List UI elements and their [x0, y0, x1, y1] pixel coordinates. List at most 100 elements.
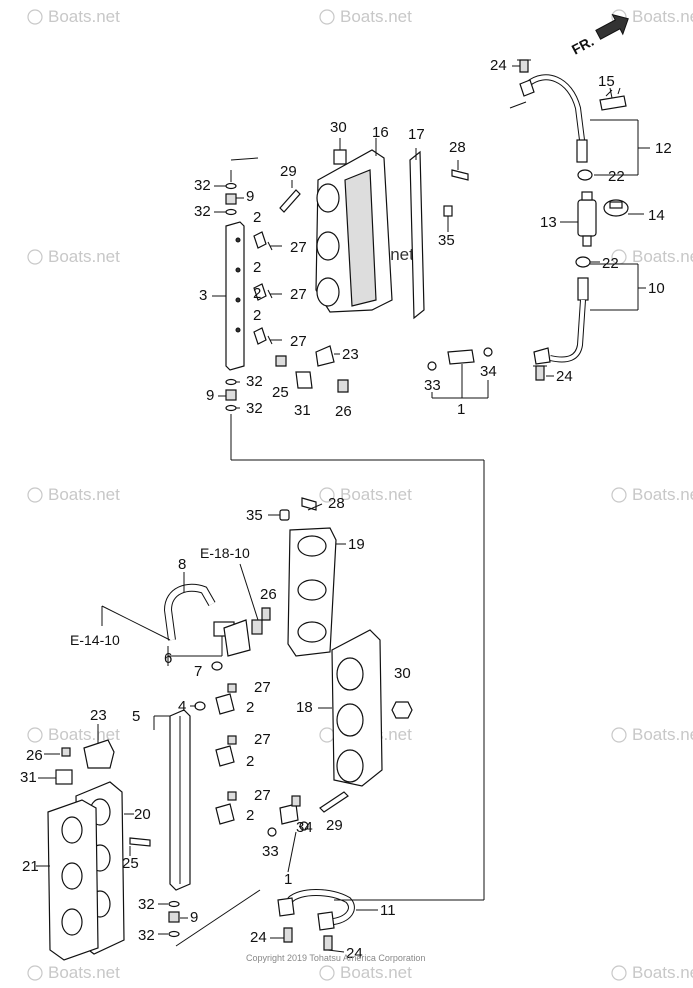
- callout-7: 7: [194, 663, 202, 680]
- reference-e14: E-14-10: [70, 632, 120, 648]
- callouts: 24 15 12 22 13 14 22 10 24 30 16 17 28 3…: [20, 57, 672, 962]
- callout-23: 23: [342, 346, 359, 363]
- callout-27: 27: [290, 333, 307, 350]
- callout-10: 10: [648, 280, 665, 297]
- watermark-text: Boats.net: [632, 963, 693, 982]
- callout-22: 22: [602, 255, 619, 272]
- callout-30: 30: [330, 119, 347, 136]
- callout-1: 1: [284, 871, 292, 888]
- callout-2: 2: [253, 259, 261, 276]
- callout-3: 3: [199, 287, 207, 304]
- callout-11: 11: [380, 902, 396, 919]
- callout-23: 23: [90, 707, 107, 724]
- callout-1: 1: [457, 401, 465, 418]
- copyright-notice: Copyright 2019 Tohatsu America Corporati…: [246, 953, 425, 963]
- upper-intake-manifold: [315, 138, 469, 320]
- callout-4: 4: [178, 698, 186, 715]
- callout-34: 34: [296, 819, 313, 836]
- callout-12: 12: [655, 140, 672, 157]
- watermark-text: Boats.net: [48, 725, 120, 744]
- front-arrow-icon: [595, 13, 629, 40]
- watermark-text: Boats.net: [340, 963, 412, 982]
- watermarks: Boats.net Boats.net Boats.net Boats.net …: [27, 7, 693, 982]
- callout-21: 21: [22, 858, 39, 875]
- front-direction-marker: FR.: [569, 13, 629, 58]
- callout-19: 19: [348, 536, 365, 553]
- lower-intake-manifold: [318, 629, 413, 787]
- upper-fuel-rail: [212, 157, 493, 900]
- callout-14: 14: [648, 207, 665, 224]
- watermark-text: Boats.net: [48, 247, 120, 266]
- callout-32: 32: [138, 896, 155, 913]
- callout-33: 33: [424, 377, 441, 394]
- watermark-text: Boats.net: [632, 247, 693, 266]
- callout-30: 30: [394, 665, 411, 682]
- callout-2: 2: [246, 807, 254, 824]
- callout-2: 2: [253, 307, 261, 324]
- callout-28: 28: [328, 495, 345, 512]
- fuel-filter-assembly: [509, 59, 650, 381]
- callout-24: 24: [346, 945, 363, 962]
- lower-intake-group: [101, 497, 346, 671]
- callout-32: 32: [246, 373, 263, 390]
- callout-33: 33: [262, 843, 279, 860]
- callout-28: 28: [449, 139, 466, 156]
- callout-2: 2: [246, 753, 254, 770]
- callout-29: 29: [280, 163, 297, 180]
- front-label: FR.: [569, 33, 596, 58]
- reference-e18: E-18-10: [200, 545, 250, 561]
- callout-35: 35: [246, 507, 263, 524]
- leader-lines: [38, 185, 345, 953]
- callout-32: 32: [194, 203, 211, 220]
- watermark-text: Boats.net: [48, 963, 120, 982]
- callout-24: 24: [490, 57, 507, 74]
- callout-24: 24: [250, 929, 267, 946]
- callout-25: 25: [122, 855, 139, 872]
- callout-32: 32: [246, 400, 263, 417]
- callout-29: 29: [326, 817, 343, 834]
- callout-35: 35: [438, 232, 455, 249]
- callout-27: 27: [254, 731, 271, 748]
- lower-fuel-hose: [277, 889, 484, 951]
- callout-34: 34: [480, 363, 497, 380]
- callout-27: 27: [254, 679, 271, 696]
- callout-9: 9: [206, 387, 214, 404]
- callout-18: 18: [296, 699, 313, 716]
- callout-32: 32: [138, 927, 155, 944]
- callout-25: 25: [272, 384, 289, 401]
- lower-fuel-rail: [153, 683, 349, 947]
- callout-20: 20: [134, 806, 151, 823]
- callout-22: 22: [608, 168, 625, 185]
- callout-8: 8: [178, 556, 186, 573]
- watermark-text: Boats.net: [340, 7, 412, 26]
- callout-26: 26: [335, 403, 352, 420]
- callout-2: 2: [253, 209, 261, 226]
- watermark-text: Boats.net: [632, 725, 693, 744]
- watermark-text: Boats.net: [48, 485, 120, 504]
- callout-24: 24: [556, 368, 573, 385]
- watermark-text: Boats.net: [48, 7, 120, 26]
- callout-32: 32: [194, 177, 211, 194]
- lower-left-covers: [36, 724, 151, 961]
- callout-16: 16: [372, 124, 389, 141]
- callout-27: 27: [254, 787, 271, 804]
- watermark-text: Boats.net: [340, 485, 412, 504]
- callout-13: 13: [540, 214, 557, 231]
- callout-27: 27: [290, 239, 307, 256]
- watermark-text: Boats.net: [632, 485, 693, 504]
- callout-26: 26: [260, 586, 277, 603]
- callout-15: 15: [598, 73, 615, 90]
- callout-6: 6: [164, 650, 172, 667]
- callout-31: 31: [20, 769, 37, 786]
- callout-2: 2: [246, 699, 254, 716]
- callout-9: 9: [246, 188, 254, 205]
- callout-2: 2: [253, 285, 261, 302]
- callout-9: 9: [190, 909, 198, 926]
- callout-31: 31: [294, 402, 311, 419]
- callout-5: 5: [132, 708, 140, 725]
- callout-27: 27: [290, 286, 307, 303]
- callout-26: 26: [26, 747, 43, 764]
- watermark-text: Boats.net: [632, 7, 693, 26]
- callout-17: 17: [408, 126, 425, 143]
